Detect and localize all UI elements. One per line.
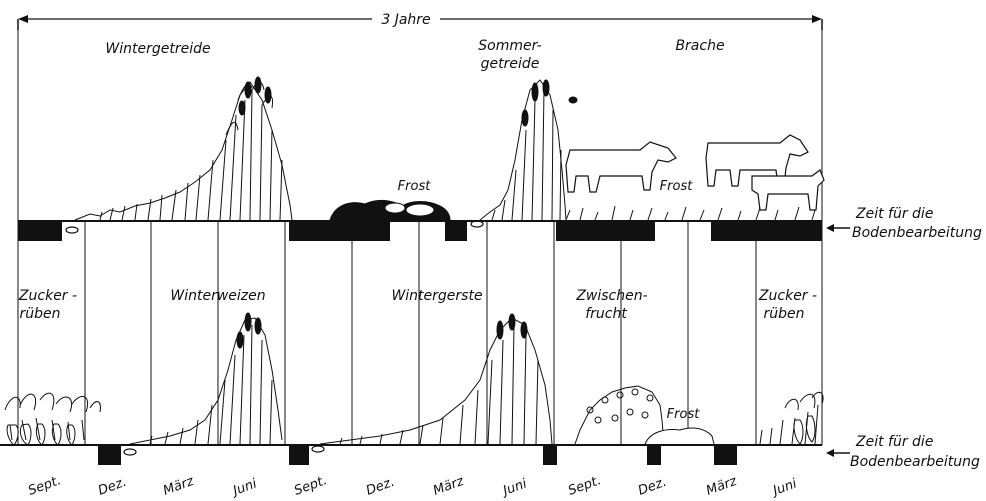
top-tillage-bars bbox=[18, 221, 822, 241]
label-zuckerrueben-left-line1: Zucker - bbox=[18, 288, 77, 304]
top-vegetation bbox=[75, 77, 824, 220]
tillage-bar bbox=[647, 445, 661, 465]
month-label: Dez. bbox=[364, 475, 396, 499]
tillage-bar bbox=[556, 221, 655, 241]
annotation-arrow-top bbox=[826, 224, 850, 232]
month-label: März bbox=[161, 474, 197, 499]
month-label: Sept. bbox=[292, 473, 329, 499]
label-frost-top-right: Frost bbox=[660, 179, 694, 194]
span-label: 3 Jahre bbox=[381, 12, 430, 28]
arrowhead-right-icon bbox=[812, 15, 822, 23]
label-wintergerste: Wintergerste bbox=[391, 288, 482, 304]
annotation-bottom-line2: Bodenbearbeitung bbox=[850, 454, 980, 470]
tillage-bar bbox=[445, 221, 467, 241]
month-label: März bbox=[704, 474, 740, 499]
month-grid bbox=[18, 30, 822, 445]
month-label: März bbox=[431, 474, 467, 499]
tillage-bar bbox=[714, 445, 737, 465]
arrowhead-left-icon bbox=[18, 15, 28, 23]
annotation-top-line1: Zeit für die bbox=[855, 206, 933, 222]
month-labels: Sept. Dez. März Juni Sept. Dez. März Jun… bbox=[26, 473, 799, 500]
month-label: Juni bbox=[768, 476, 799, 499]
tillage-bar bbox=[711, 221, 822, 241]
month-label: Dez. bbox=[636, 475, 668, 499]
label-zuckerrueben-left-line2: rüben bbox=[19, 306, 60, 322]
label-frost-top-left: Frost bbox=[398, 179, 432, 194]
tillage-bar bbox=[98, 445, 121, 465]
label-zuckerrueben-right-line1: Zucker - bbox=[758, 288, 817, 304]
month-label: Juni bbox=[228, 476, 259, 499]
month-label: Juni bbox=[498, 476, 529, 499]
tillage-bar bbox=[18, 221, 62, 241]
span-arrow: 3 Jahre bbox=[18, 12, 822, 30]
tillage-bar bbox=[543, 445, 557, 465]
label-sommergetreide-line1: Sommer- bbox=[478, 38, 541, 54]
plough-icon bbox=[124, 449, 136, 455]
label-zuckerrueben-right-line2: rüben bbox=[763, 306, 804, 322]
annotation-arrow-bottom bbox=[826, 449, 850, 457]
month-label: Sept. bbox=[566, 473, 603, 499]
label-zwischenfrucht-line2: frucht bbox=[585, 306, 627, 322]
tillage-bar bbox=[289, 221, 390, 241]
label-wintergetreide: Wintergetreide bbox=[105, 41, 210, 57]
label-sommergetreide-line2: getreide bbox=[481, 56, 540, 72]
annotation-top-line2: Bodenbearbeitung bbox=[852, 225, 982, 241]
plough-icon bbox=[66, 227, 78, 233]
bottom-vegetation bbox=[5, 313, 823, 445]
label-winterweizen: Winterweizen bbox=[170, 288, 265, 304]
month-label: Sept. bbox=[26, 473, 63, 499]
plough-icon bbox=[312, 446, 324, 452]
bottom-tillage-bars bbox=[98, 445, 737, 465]
annotation-bottom-line1: Zeit für die bbox=[855, 434, 933, 450]
label-zwischenfrucht-line1: Zwischen- bbox=[575, 288, 647, 304]
tillage-bar bbox=[289, 445, 309, 465]
label-brache: Brache bbox=[675, 38, 724, 54]
label-frost-bottom: Frost bbox=[667, 407, 701, 422]
month-label: Dez. bbox=[96, 475, 128, 499]
